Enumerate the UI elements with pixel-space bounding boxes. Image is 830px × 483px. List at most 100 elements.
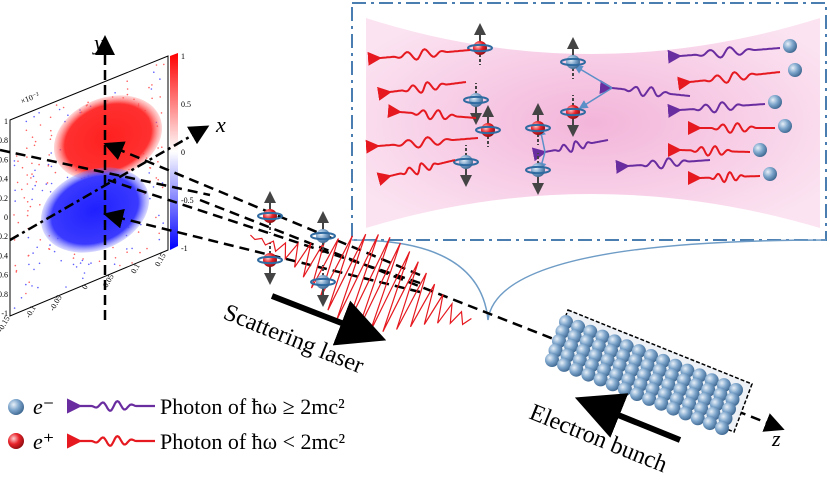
density-speck xyxy=(60,259,62,262)
bunch-electron xyxy=(581,367,596,382)
laser-pulse xyxy=(249,233,472,333)
density-speck xyxy=(152,186,155,188)
density-speck xyxy=(31,136,34,138)
density-speck xyxy=(62,106,65,109)
particle-sphere xyxy=(316,275,330,289)
electron-particle xyxy=(453,145,479,187)
y-tick-label: 0.2 xyxy=(0,194,8,203)
density-speck xyxy=(31,162,33,165)
density-speck xyxy=(16,181,19,184)
y-tick-label: -0.6 xyxy=(0,271,8,280)
density-speck xyxy=(25,292,27,295)
spin-ring xyxy=(310,277,336,287)
density-speck xyxy=(27,236,30,239)
colorbar-tick-label: -1 xyxy=(181,244,188,253)
density-speck xyxy=(15,271,18,273)
y-tick-label: 1 xyxy=(4,117,8,126)
bunch-electron xyxy=(545,353,559,367)
density-speck xyxy=(161,146,163,148)
photon-high-energy xyxy=(667,46,781,64)
density-speck xyxy=(98,260,101,263)
density-speck xyxy=(131,262,133,264)
density-speck xyxy=(151,97,153,100)
density-speck xyxy=(148,86,150,89)
density-speck xyxy=(159,96,161,98)
spin-ring xyxy=(560,107,586,117)
bunch-electron xyxy=(666,401,681,416)
axes: y x xyxy=(0,30,226,320)
legend-positron-marker xyxy=(8,433,24,449)
bunch-electron xyxy=(557,357,572,372)
colorbar-tick-label: 1 xyxy=(181,52,185,61)
y-tick-label: 0.6 xyxy=(0,155,8,164)
density-speck xyxy=(31,173,33,175)
legend-photon-low-wave xyxy=(66,433,155,449)
density-speck xyxy=(48,248,50,250)
density-speck xyxy=(34,140,37,143)
density-speck xyxy=(38,262,41,265)
density-speck xyxy=(82,258,84,260)
density-speck xyxy=(149,167,152,169)
y-tick-label: 0.8 xyxy=(0,136,8,145)
bunch-electron xyxy=(702,416,717,431)
bunch-electron xyxy=(593,372,608,387)
density-speck xyxy=(55,104,58,106)
trajectory-electron xyxy=(103,208,421,294)
colorbar-tick-label: 0.5 xyxy=(181,100,191,109)
bunch-electron xyxy=(605,377,620,392)
density-speck xyxy=(82,277,84,280)
density-speck xyxy=(58,108,61,111)
density-speck xyxy=(67,114,69,116)
density-speck xyxy=(49,138,52,140)
density-speck xyxy=(50,165,53,168)
inset-content xyxy=(365,23,802,195)
x-tick-label: -0.15 xyxy=(0,315,12,334)
density-speck xyxy=(139,251,141,254)
legend-electron-label: e⁻ xyxy=(33,394,54,419)
y-tick-label: -1 xyxy=(1,309,8,318)
inset-electron xyxy=(778,119,792,133)
density-speck xyxy=(54,171,57,174)
density-speck xyxy=(83,272,86,274)
horizontal-guide xyxy=(0,148,211,197)
density-speck xyxy=(26,147,28,149)
density-speck xyxy=(26,214,29,217)
density-speck xyxy=(153,71,155,73)
photon-high-energy xyxy=(531,139,609,162)
density-speck xyxy=(28,263,30,266)
electron-bunch-arrow xyxy=(574,393,682,443)
positron-particle xyxy=(467,23,493,65)
density-speck xyxy=(15,269,18,272)
density-speck xyxy=(37,286,39,289)
positron-particle xyxy=(257,243,283,285)
photon-low-energy xyxy=(365,136,479,154)
colorbar-ticks: 10.50-0.5-1 xyxy=(181,52,194,253)
inset-electron xyxy=(788,63,802,77)
density-speck xyxy=(27,210,29,212)
density-speck xyxy=(151,84,153,86)
density-speck xyxy=(72,263,75,266)
photon-low-energy xyxy=(377,81,467,101)
density-speck xyxy=(21,166,24,169)
colorbar-tick-label: -0.5 xyxy=(181,196,194,205)
particle-sphere xyxy=(566,55,580,69)
scattering-laser-arrow xyxy=(270,293,387,346)
density-speck xyxy=(126,248,128,250)
x-tick-label: 0 xyxy=(80,283,90,291)
density-speck xyxy=(33,115,35,118)
density-speck xyxy=(49,191,52,193)
photon-low-energy xyxy=(688,171,760,185)
y-tick-label: -0.8 xyxy=(0,290,8,299)
density-speck xyxy=(50,152,52,154)
density-speck xyxy=(21,188,23,191)
y-axis-label: y xyxy=(92,30,104,55)
density-speck xyxy=(33,268,35,271)
density-speck xyxy=(39,124,42,126)
legend-photon-high-wave xyxy=(66,398,155,414)
photon-high-energy xyxy=(667,101,766,118)
electron-bunch xyxy=(545,309,753,435)
density-speck xyxy=(46,182,49,184)
positron-particle xyxy=(257,191,283,233)
inset-electron xyxy=(763,167,777,181)
